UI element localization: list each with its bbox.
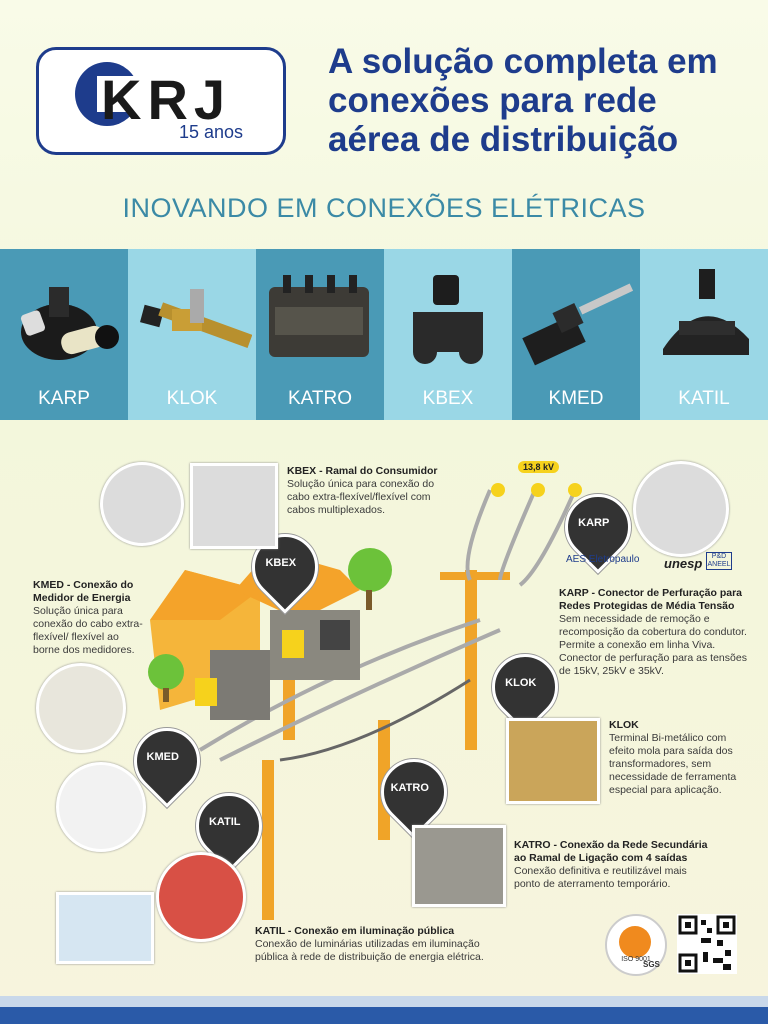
katro-callout: KATRO - Conexão da Rede Secundária ao Ra…	[514, 839, 714, 891]
bubble-label: KBEX	[265, 556, 297, 569]
katro-connector-image	[269, 275, 369, 357]
karp-photo	[633, 461, 729, 557]
klok-photo	[506, 718, 600, 804]
bubble-label: KATRO	[390, 781, 429, 794]
kbex-pole-photo	[190, 463, 278, 549]
product-label: KBEX	[422, 388, 474, 409]
product-katil: KATIL	[640, 249, 768, 420]
klok-body: Terminal Bi-metálico com efeito mola par…	[609, 732, 737, 796]
katro-title: KATRO - Conexão da Rede Secundária ao Ra…	[514, 839, 708, 864]
katil-connector-image	[663, 269, 749, 355]
product-label: KLOK	[166, 388, 218, 409]
logo-name: KRJ	[101, 68, 232, 131]
klok-title: KLOK	[609, 719, 639, 731]
bubble-label: KARP	[578, 516, 610, 529]
kmed-body: Solução única para conexão do cabo extra…	[33, 605, 143, 656]
pd-aneel-logo: P&D ANEEL	[706, 552, 732, 570]
krj-logo: KRJ 15 anos	[36, 47, 286, 155]
karp-title: KARP - Conector de Perfuração para Redes…	[559, 587, 743, 612]
karp-callout: KARP - Conector de Perfuração para Redes…	[559, 587, 749, 678]
katil-body: Conexão de luminárias utilizadas em ilum…	[255, 938, 484, 963]
logo-years: 15 anos	[179, 122, 244, 142]
kmed-callout: KMED - Conexão do Medidor de Energia Sol…	[33, 579, 145, 657]
kbex-body: Solução única para conexão do cabo extra…	[287, 478, 435, 516]
street-light-photo	[56, 892, 154, 964]
subhead: INOVANDO EM CONEXÕES ELÉTRICAS	[122, 193, 646, 223]
product-katro: KATRO	[256, 249, 384, 420]
footer-bar	[0, 996, 768, 1024]
unesp-logo: unesp	[664, 556, 703, 571]
iso-cert-seal: ISO 9001 SGS	[605, 914, 667, 976]
product-kmed: KMED	[512, 249, 640, 420]
logo-c-mark	[75, 62, 157, 126]
kbex-callout: KBEX - Ramal do Consumidor Solução única…	[287, 465, 457, 517]
bubble-label: KATIL	[208, 815, 241, 828]
bubble-label: KMED	[146, 750, 179, 763]
kbex-title: KBEX - Ramal do Consumidor	[287, 465, 438, 477]
headline: A solução completa em conexões para rede…	[328, 42, 718, 159]
karp-body: Sem necessidade de remoção e recomposiçã…	[559, 613, 747, 677]
karp-connector-image	[20, 287, 119, 360]
katro-photo	[412, 825, 506, 907]
product-label: KATRO	[287, 388, 353, 409]
katil-photo	[156, 852, 246, 942]
kmed-title: KMED - Conexão do Medidor de Energia	[33, 579, 134, 604]
katil-title: KATIL - Conexão em iluminação pública	[255, 925, 455, 937]
bubble-label: KLOK	[505, 676, 537, 689]
product-kbex: KBEX	[384, 249, 512, 420]
katro-body: Conexão definitiva e reutilizável mais p…	[514, 865, 687, 890]
aes-logo: AES Eletropaulo	[566, 554, 640, 565]
voltage-badge: 13,8 kV	[518, 461, 560, 473]
product-klok: KLOK	[128, 249, 256, 420]
iso-label: ISO 9001	[621, 956, 651, 963]
klok-callout: KLOK Terminal Bi-metálico com efeito mol…	[609, 719, 749, 797]
kbex-photo	[100, 462, 184, 546]
kmed-photo	[56, 762, 146, 852]
product-label: KARP	[38, 388, 90, 409]
product-label: KMED	[548, 388, 604, 409]
product-karp: KARP	[0, 249, 128, 420]
product-strip: KARP KLOK KATRO KBEX KMED	[0, 249, 768, 420]
sgs-label: SGS	[643, 960, 660, 969]
katil-callout: KATIL - Conexão em iluminação pública Co…	[255, 925, 495, 964]
meter-photo	[36, 663, 126, 753]
product-label: KATIL	[678, 388, 730, 409]
klok-terminal-image	[140, 289, 252, 349]
kmed-connector-image	[522, 283, 634, 366]
kbex-connector-image	[413, 275, 483, 364]
qr-code	[677, 914, 737, 974]
